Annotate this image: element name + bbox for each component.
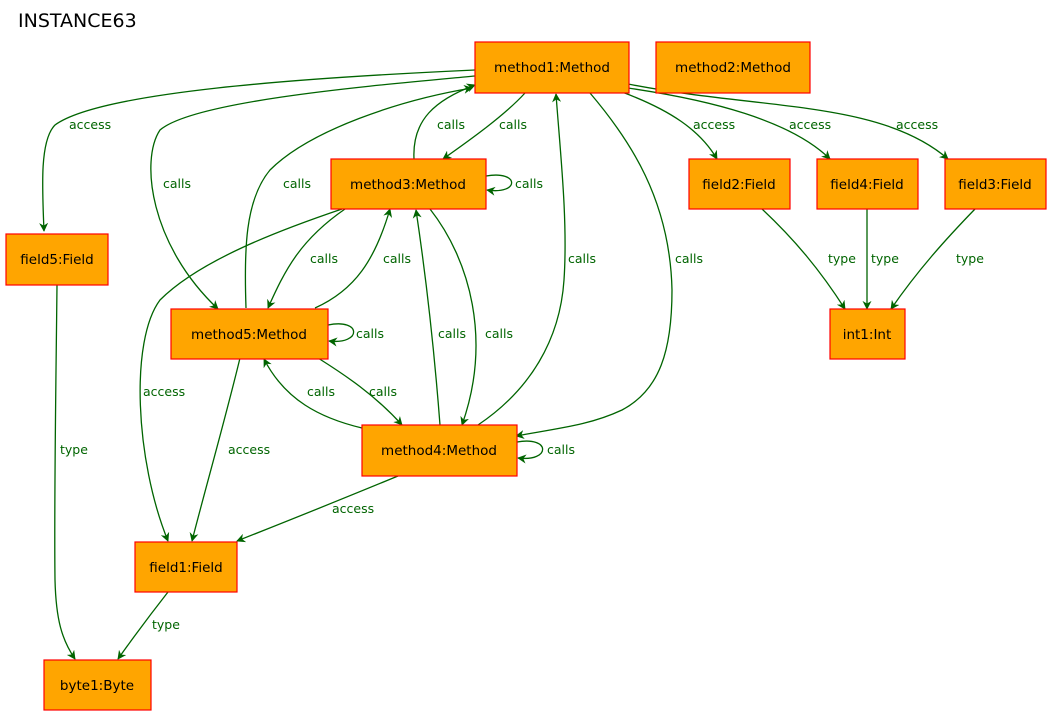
edge-label: access (228, 442, 270, 457)
edge-label: type (60, 442, 88, 457)
edge-label: access (69, 117, 111, 132)
edge-method3-self (485, 174, 513, 196)
edge-label: calls (547, 442, 575, 457)
edge-method4-method1 (477, 93, 566, 426)
edge-field5-byte1 (54, 284, 76, 660)
edge-label: access (332, 501, 374, 516)
node-method5[interactable]: method5:Method (170, 308, 329, 360)
edge-method5-method4 (317, 357, 403, 426)
node-label: method5:Method (191, 327, 307, 343)
edge-label: calls (310, 251, 338, 266)
node-label: method4:Method (381, 443, 497, 459)
node-label: int1:Int (843, 327, 892, 343)
edge-label: calls (515, 176, 543, 191)
node-int1[interactable]: int1:Int (829, 308, 906, 360)
edge-label: calls (499, 117, 527, 132)
edge-label: calls (437, 117, 465, 132)
edge-field3-int1 (890, 208, 976, 310)
edge-label: calls (485, 326, 513, 341)
node-label: field3:Field (958, 177, 1031, 193)
node-field5[interactable]: field5:Field (5, 233, 109, 286)
edge-method3-field1 (139, 208, 343, 542)
edge-label: calls (675, 251, 703, 266)
edge-field2-int1 (761, 208, 846, 310)
node-label: field4:Field (830, 177, 903, 193)
edge-method1-field5 (39, 69, 476, 232)
edge-method4-self (516, 440, 544, 464)
node-method4[interactable]: method4:Method (361, 424, 518, 477)
node-field1[interactable]: field1:Field (134, 541, 238, 593)
edge-method4-method3 (412, 209, 441, 426)
edge-label: access (143, 384, 185, 399)
edge-method3-method5 (267, 208, 346, 309)
edge-label: calls (283, 176, 311, 191)
edge-method5-method1 (244, 84, 473, 309)
node-label: byte1:Byte (60, 678, 134, 694)
edge-method1-method5 (150, 75, 476, 310)
edge-method5-method3 (314, 208, 393, 309)
edge-label: calls (438, 326, 466, 341)
node-label: method3:Method (350, 177, 466, 193)
node-label: method2:Method (675, 60, 791, 76)
edge-label: type (871, 251, 899, 266)
edge-method1-method4 (515, 92, 673, 439)
edge-label: type (152, 617, 180, 632)
edge-method1-field2 (621, 91, 718, 160)
edge-label: access (896, 117, 938, 132)
edge-label: type (828, 251, 856, 266)
node-label: field5:Field (20, 252, 93, 268)
edge-label: calls (568, 251, 596, 266)
nodes: method1:Method method2:Method method3:Me… (5, 41, 1047, 711)
node-byte1[interactable]: byte1:Byte (43, 659, 152, 711)
node-label: method1:Method (494, 60, 610, 76)
node-method1[interactable]: method1:Method (474, 41, 630, 94)
edge-method3-method4 (429, 208, 477, 426)
edge-label: calls (383, 251, 411, 266)
node-method3[interactable]: method3:Method (330, 158, 487, 210)
edge-field1-byte1 (117, 591, 169, 660)
edge-method4-method5 (263, 358, 363, 429)
node-field3[interactable]: field3:Field (944, 158, 1047, 210)
node-method2[interactable]: method2:Method (655, 41, 811, 94)
edge-method5-self (327, 323, 355, 347)
edge-label: calls (369, 384, 397, 399)
edge-label: calls (356, 326, 384, 341)
edge-label: access (693, 117, 735, 132)
diagram-title: INSTANCE63 (18, 10, 137, 32)
node-label: field1:Field (149, 560, 222, 576)
edge-label: calls (163, 176, 191, 191)
node-field2[interactable]: field2:Field (688, 158, 791, 210)
edge-method4-field1 (236, 475, 399, 543)
node-field4[interactable]: field4:Field (816, 158, 919, 210)
edge-label: access (789, 117, 831, 132)
edge-method1-method3 (442, 92, 526, 160)
edge-method5-field1 (189, 357, 241, 542)
node-label: field2:Field (702, 177, 775, 193)
edge-label: type (956, 251, 984, 266)
edge-label: calls (307, 384, 335, 399)
